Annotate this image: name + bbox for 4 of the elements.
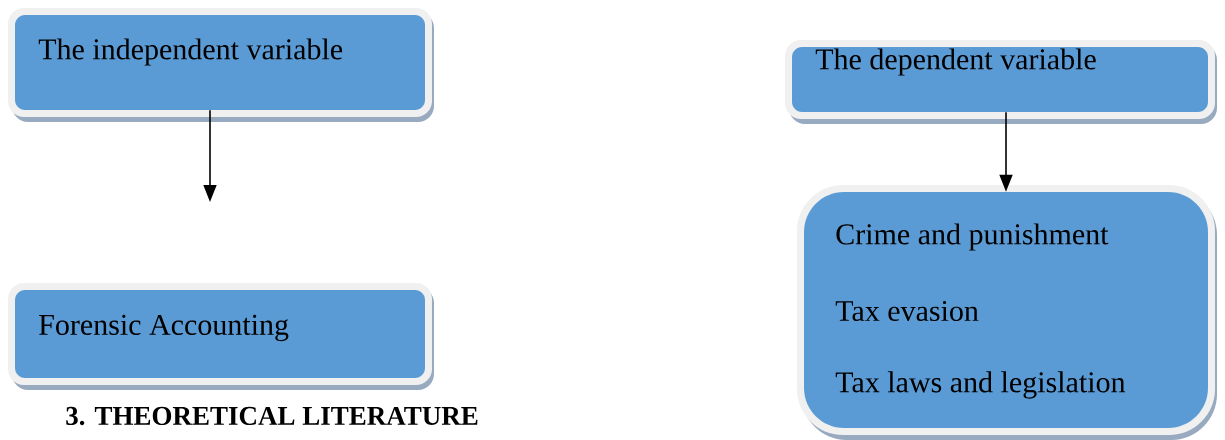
process-box: The independent variable [8, 8, 434, 122]
process-box: The dependent variable [785, 40, 1217, 124]
process-box: Crime and punishment Tax evasion Tax laws and legislation [797, 185, 1217, 440]
process-box: Forensic Accounting [8, 283, 434, 390]
